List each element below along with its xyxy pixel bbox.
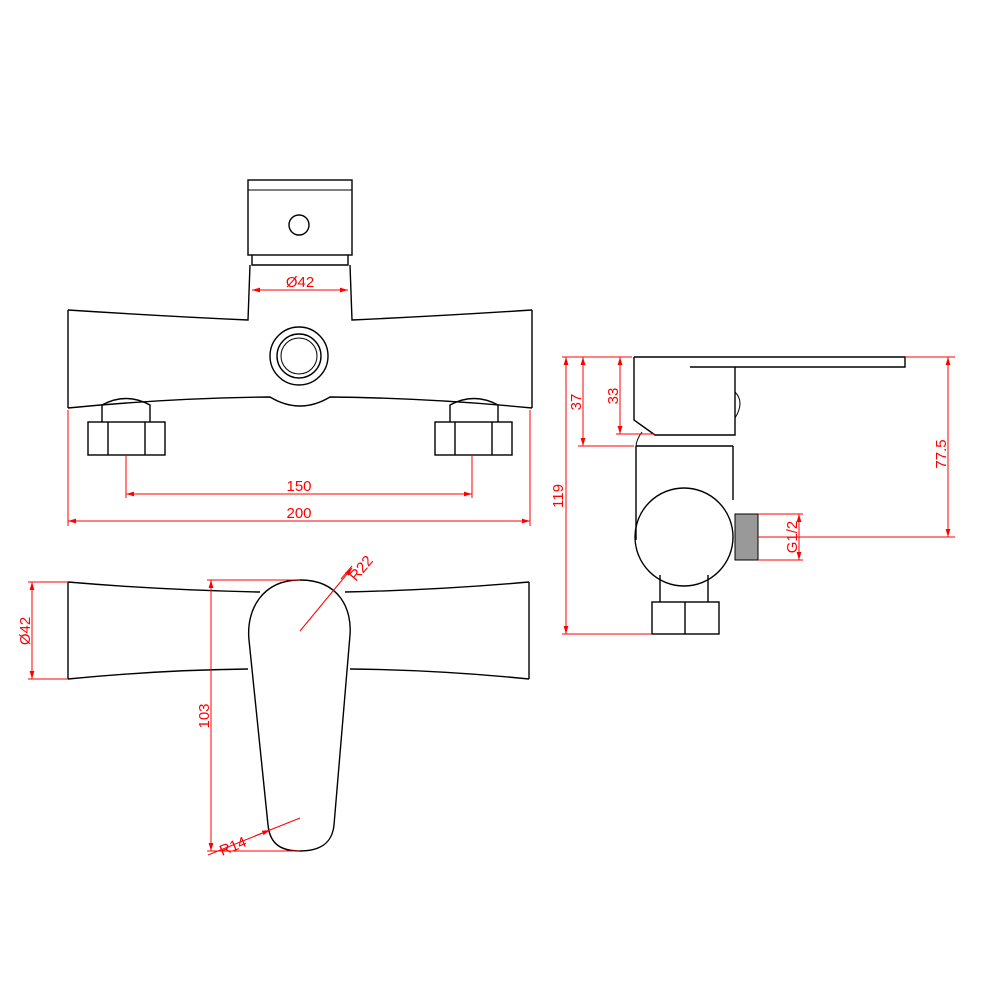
front-body-diameter-label: Ø42 [17, 617, 34, 645]
center-distance-label: 150 [286, 478, 311, 495]
bottom-radius-label: R14 [217, 834, 249, 860]
right-nut [434, 421, 513, 456]
handle-length-label: 103 [196, 703, 213, 728]
left-nut [87, 421, 166, 456]
body-bottom-edge [67, 396, 533, 409]
cartridge-cap [247, 179, 353, 256]
cap-hole [288, 214, 310, 236]
outlet-ring [269, 326, 329, 386]
body-top-edge [67, 264, 533, 321]
side-view: 37 33 119 77.5 G1/2 [550, 356, 955, 635]
lever-handle [247, 579, 351, 852]
overall-width-label: 200 [286, 505, 311, 522]
valve-body-circle [634, 487, 734, 587]
handle-height-label: 37 [568, 394, 585, 411]
overall-height-label: 119 [550, 484, 567, 508]
front-view: Ø42 103 R22 R14 [17, 553, 530, 860]
thread-label: G1/2 [784, 521, 801, 554]
handle-body [633, 357, 736, 436]
outlet-height-label: 77.5 [933, 439, 950, 468]
top-radius-text: R22 [346, 553, 377, 585]
thread-icon [734, 513, 759, 561]
top-view: Ø42 150 200 [67, 179, 533, 526]
cap-height-label: 33 [605, 388, 622, 405]
top-bore-diameter-label: Ø42 [286, 274, 314, 291]
